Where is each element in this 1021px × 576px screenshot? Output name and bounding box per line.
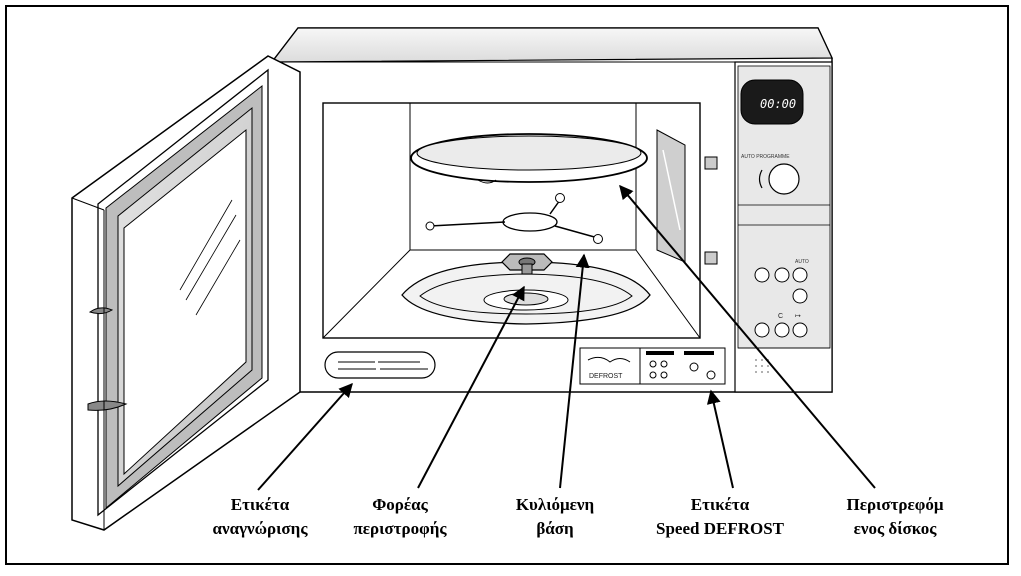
cavity-floor: [401, 253, 651, 325]
oven-door: [71, 55, 301, 531]
start-label: ↦: [795, 313, 801, 320]
turntable-plate: [410, 133, 648, 184]
callout-turntable-line2: ενος δίσκος: [853, 519, 937, 538]
latch-hole-top: [704, 156, 718, 170]
auto-label: AUTO: [795, 259, 809, 265]
arrow-defrost-label: [706, 389, 734, 489]
button-weight[interactable]: [754, 322, 770, 338]
callout-defrost-label: Ετικέτα Speed DEFROST: [640, 493, 800, 541]
callout-drive-coupler-line1: Φορέας: [372, 495, 428, 514]
callout-roller-ring-line2: βάση: [536, 519, 574, 538]
time-display-text: 00:00: [760, 97, 796, 111]
callout-arrows: [257, 184, 876, 491]
arrow-drive-coupler: [417, 285, 525, 489]
button-clear[interactable]: [774, 322, 790, 338]
arrow-id-label: [257, 382, 353, 491]
auto-programme-knob[interactable]: [768, 163, 800, 195]
diagram-frame: [5, 5, 1009, 565]
speed-defrost-label-plate: DEFROST: [579, 347, 726, 385]
time-display: [740, 79, 804, 125]
clear-label: C: [778, 313, 783, 320]
arrow-turntable: [619, 184, 876, 489]
callout-defrost-label-line2: Speed DEFROST: [656, 519, 784, 538]
button-defrost[interactable]: [792, 288, 808, 304]
callout-defrost-label-line1: Ετικέτα: [690, 495, 750, 514]
button-auto[interactable]: [792, 267, 808, 283]
roller-ring: [425, 193, 603, 244]
callout-id-label-line1: Ετικέτα: [230, 495, 290, 514]
callout-roller-ring-line1: Κυλιόμενη: [515, 495, 595, 514]
arrow-roller-ring: [559, 253, 590, 489]
id-label-plate: [324, 351, 436, 379]
callout-drive-coupler: Φορέας περιστροφής: [330, 493, 470, 541]
callout-turntable-line1: Περιστρεφόμ: [846, 495, 944, 514]
button-start[interactable]: [792, 322, 808, 338]
auto-programme-label: AUTO PROGRAMME: [741, 154, 790, 160]
control-panel: 00:00 AUTO PROGRAMME AUTO C ↦: [734, 61, 833, 393]
callout-id-label-line2: αναγνώρισης: [212, 519, 308, 538]
callout-drive-coupler-line2: περιστροφής: [353, 519, 447, 538]
button-grill[interactable]: [774, 267, 790, 283]
latch-hole-bottom: [704, 251, 718, 265]
callout-id-label: Ετικέτα αναγνώρισης: [190, 493, 330, 541]
callout-roller-ring: Κυλιόμενη βάση: [485, 493, 625, 541]
callout-turntable: Περιστρεφόμ ενος δίσκος: [820, 493, 970, 541]
button-power[interactable]: [754, 267, 770, 283]
defrost-logo-text: DEFROST: [589, 373, 623, 380]
